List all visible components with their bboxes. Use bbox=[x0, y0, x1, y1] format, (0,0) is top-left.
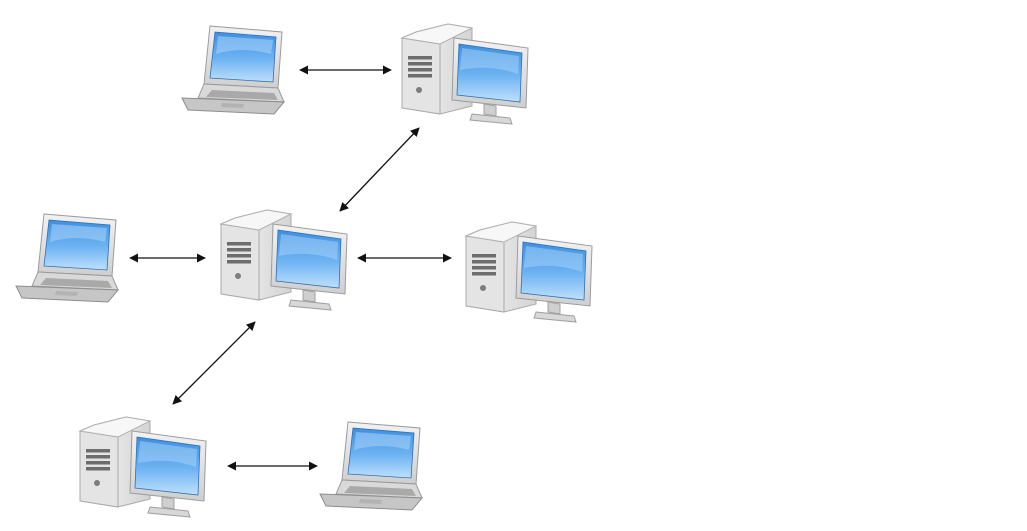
desktop-top-desktop-icon bbox=[400, 23, 529, 125]
desktop-center-desktop-icon bbox=[219, 209, 348, 311]
connection-arrow-desktop-center-desktop-bottom bbox=[172, 321, 256, 405]
desktop-right-desktop-icon bbox=[464, 221, 593, 323]
connections-layer bbox=[129, 65, 452, 471]
desktop-bottom-desktop-icon bbox=[78, 416, 207, 518]
nodes-layer bbox=[15, 23, 593, 518]
laptop-bottom-laptop-icon bbox=[319, 421, 424, 511]
laptop-left-laptop-icon bbox=[15, 213, 120, 303]
laptop-top-laptop-icon bbox=[181, 25, 286, 115]
connection-arrow-desktop-top-desktop-center bbox=[339, 127, 420, 212]
